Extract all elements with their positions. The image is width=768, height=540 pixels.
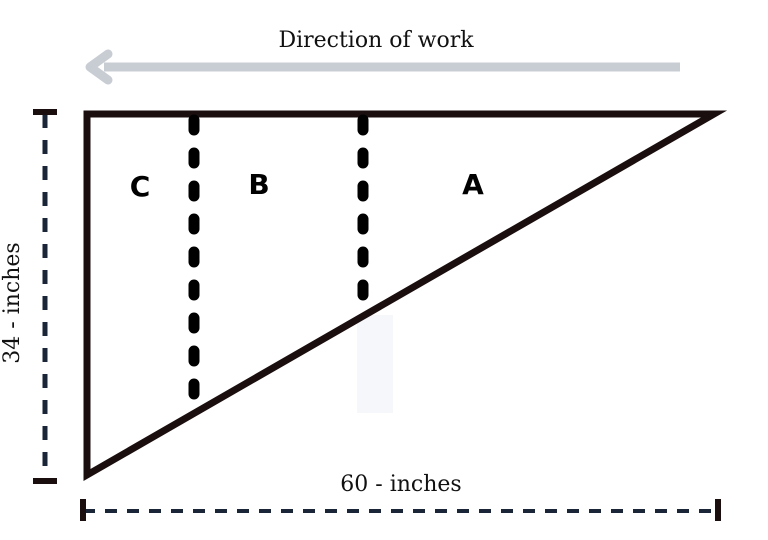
direction-arrow bbox=[85, 49, 680, 85]
height-label: 34 - inches bbox=[0, 242, 25, 363]
width-label: 60 - inches bbox=[340, 472, 461, 497]
region-label-a: A bbox=[462, 168, 484, 201]
direction-label: Direction of work bbox=[278, 28, 474, 53]
width-dimension bbox=[80, 499, 721, 521]
height-dimension bbox=[33, 109, 57, 484]
light-patch bbox=[357, 315, 393, 413]
region-label-c: C bbox=[130, 170, 151, 203]
region-label-b: B bbox=[248, 168, 269, 201]
triangle-outline bbox=[83, 110, 728, 482]
